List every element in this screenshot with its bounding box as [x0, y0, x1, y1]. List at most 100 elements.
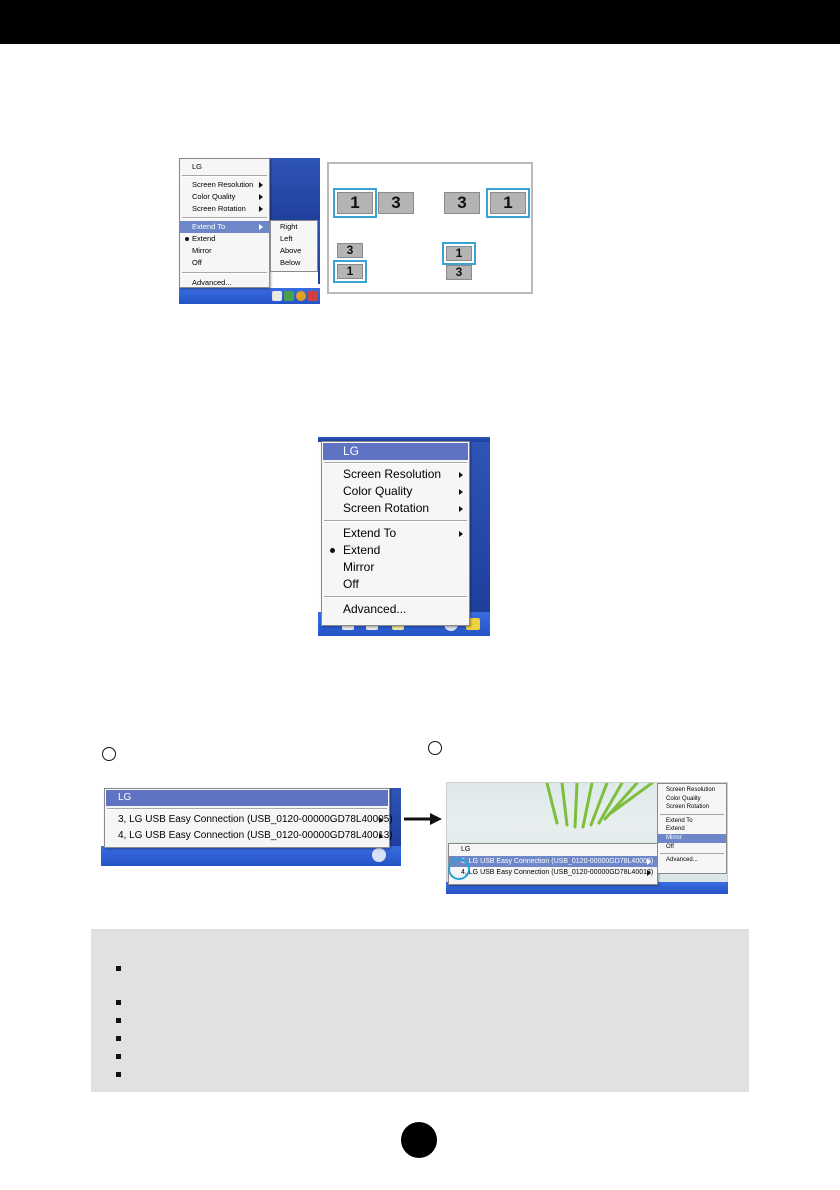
submenu-arrow-icon: [379, 817, 383, 823]
monitor-primary: 1: [442, 242, 476, 265]
fig3a-taskbar: [101, 846, 401, 866]
fig1-extend-to-submenu: Right Left Above Below: [270, 220, 318, 272]
menu-title: LG: [106, 790, 388, 806]
fig2-context-menu: LG Screen Resolution Color Quality Scree…: [321, 441, 470, 626]
menu-item-color-quality[interactable]: Color Quality: [180, 191, 269, 203]
menu-item-screen-rotation[interactable]: Screen Rotation: [180, 203, 269, 215]
menu-item-label: Extend To: [192, 222, 226, 231]
menu-item-label: Screen Resolution: [343, 467, 442, 481]
submenu-item-right[interactable]: Right: [280, 222, 298, 231]
fig3a-device-menu: LG 3, LG USB Easy Connection (USB_0120-0…: [104, 788, 393, 848]
submenu-item-color-quality[interactable]: Color Quality: [658, 795, 726, 804]
menu-item-label: Mirror: [666, 834, 682, 841]
fig1-tray-icons: [262, 290, 320, 302]
menu-item-screen-resolution[interactable]: Screen Resolution: [180, 179, 269, 191]
menu-item-label: Advanced...: [666, 857, 698, 864]
menu-item-label: Screen Resolution: [666, 787, 716, 793]
monitor-secondary: 3: [446, 265, 472, 280]
menu-item-label: Extend: [343, 543, 381, 557]
menu-separator: [324, 520, 467, 522]
menu-item-label: 3, LG USB Easy Connection (USB_0120-0000…: [461, 858, 654, 865]
tray-icon: [308, 291, 318, 301]
menu-item-label: Advanced...: [343, 602, 407, 616]
monitor-primary: 1: [333, 260, 367, 283]
submenu-item-left[interactable]: Left: [280, 234, 293, 243]
menu-separator: [182, 217, 267, 219]
menu-item-screen-rotation[interactable]: Screen Rotation: [322, 500, 469, 517]
menu-item-label: Extend To: [343, 526, 397, 540]
menu-title: LG: [192, 162, 203, 171]
bullet-icon: [116, 1072, 121, 1077]
note-box: [91, 929, 749, 1092]
submenu-item-extend[interactable]: Extend: [658, 825, 726, 834]
menu-item-label: Screen Rotation: [192, 204, 246, 213]
menu-separator: [324, 462, 467, 464]
menu-item-label: Advanced...: [192, 278, 232, 287]
menu-item-label: Off: [343, 577, 359, 591]
submenu-item-advanced[interactable]: Advanced...: [658, 856, 726, 865]
menu-item-screen-resolution[interactable]: Screen Resolution: [322, 466, 469, 483]
menu-item-label: Color Quality: [343, 484, 413, 498]
step-a-marker: [102, 747, 116, 761]
top-black-bar: [0, 0, 840, 44]
monitor-secondary: 3: [378, 192, 414, 214]
menu-item-extend-to[interactable]: Extend To: [180, 221, 269, 233]
submenu-item-screen-resolution[interactable]: Screen Resolution: [658, 786, 726, 795]
menu-item-mirror[interactable]: Mirror: [180, 245, 269, 257]
menu-item-extend-to[interactable]: Extend To: [322, 525, 469, 542]
menu-item-advanced[interactable]: Advanced...: [180, 277, 269, 289]
menu-item-device-4[interactable]: 4, LG USB Easy Connection (USB_0120-0000…: [449, 867, 657, 878]
submenu-item-extend-to[interactable]: Extend To: [658, 817, 726, 826]
menu-item-extend[interactable]: Extend: [322, 542, 469, 559]
menu-title: LG: [323, 443, 468, 460]
menu-separator: [107, 808, 387, 810]
menu-item-label: 4, LG USB Easy Connection (USB_0120-0000…: [118, 830, 393, 841]
menu-item-label: Screen Rotation: [343, 501, 430, 515]
menu-item-label: Off: [192, 258, 202, 267]
menu-separator: [182, 272, 267, 274]
submenu-arrow-icon: [459, 530, 463, 537]
menu-item-label: Color Quality: [666, 795, 701, 802]
fig3a-tray-icon: [372, 848, 386, 862]
menu-separator: [324, 596, 467, 598]
fig3b-taskbar: [446, 882, 728, 894]
bullet-icon: [116, 1000, 121, 1005]
menu-item-off[interactable]: Off: [180, 257, 269, 269]
submenu-item-mirror[interactable]: Mirror: [658, 833, 726, 843]
fig3a-desktop: [388, 788, 401, 846]
menu-item-label: Mirror: [192, 246, 212, 255]
bullet-icon: [116, 1018, 121, 1023]
menu-item-extend[interactable]: Extend: [180, 233, 269, 245]
bullet-icon: [116, 966, 121, 971]
menu-item-device-4[interactable]: 4, LG USB Easy Connection (USB_0120-0000…: [105, 828, 393, 844]
fig1-desktop-lower: [318, 220, 320, 284]
submenu-item-screen-rotation[interactable]: Screen Rotation: [658, 803, 726, 812]
submenu-arrow-icon: [379, 833, 383, 839]
menu-item-off[interactable]: Off: [322, 576, 469, 593]
menu-item-label: 4, LG USB Easy Connection (USB_0120-0000…: [461, 869, 654, 876]
menu-item-label: 3, LG USB Easy Connection (USB_0120-0000…: [118, 814, 393, 825]
menu-item-mirror[interactable]: Mirror: [322, 559, 469, 576]
fig1-desktop: [268, 158, 320, 222]
bullet-icon: [116, 1054, 121, 1059]
menu-item-label: Screen Resolution: [192, 180, 254, 189]
submenu-arrow-icon: [647, 869, 651, 876]
fig1-context-menu: LG Screen Resolution Color Quality Scree…: [179, 158, 270, 288]
menu-item-color-quality[interactable]: Color Quality: [322, 483, 469, 500]
menu-separator: [660, 813, 724, 815]
menu-item-label: Extend: [666, 826, 685, 833]
arrow-right-icon: [404, 813, 442, 825]
submenu-item-below[interactable]: Below: [280, 258, 301, 267]
menu-item-device-3[interactable]: 3, LG USB Easy Connection (USB_0120-0000…: [105, 812, 393, 828]
submenu-arrow-icon: [259, 206, 263, 212]
monitor-primary: 1: [333, 188, 377, 218]
monitor-arrangement-diagram: 1 3 3 1 3 1 1 3: [327, 162, 533, 294]
menu-item-advanced[interactable]: Advanced...: [322, 601, 469, 618]
submenu-item-above[interactable]: Above: [280, 246, 302, 255]
palm-leaf-image: [545, 783, 654, 829]
selected-bullet-icon: [330, 548, 335, 553]
submenu-item-off[interactable]: Off: [658, 843, 726, 852]
step-b-marker: [428, 741, 442, 755]
menu-item-device-3[interactable]: 3, LG USB Easy Connection (USB_0120-0000…: [449, 856, 657, 867]
menu-separator: [660, 853, 724, 855]
